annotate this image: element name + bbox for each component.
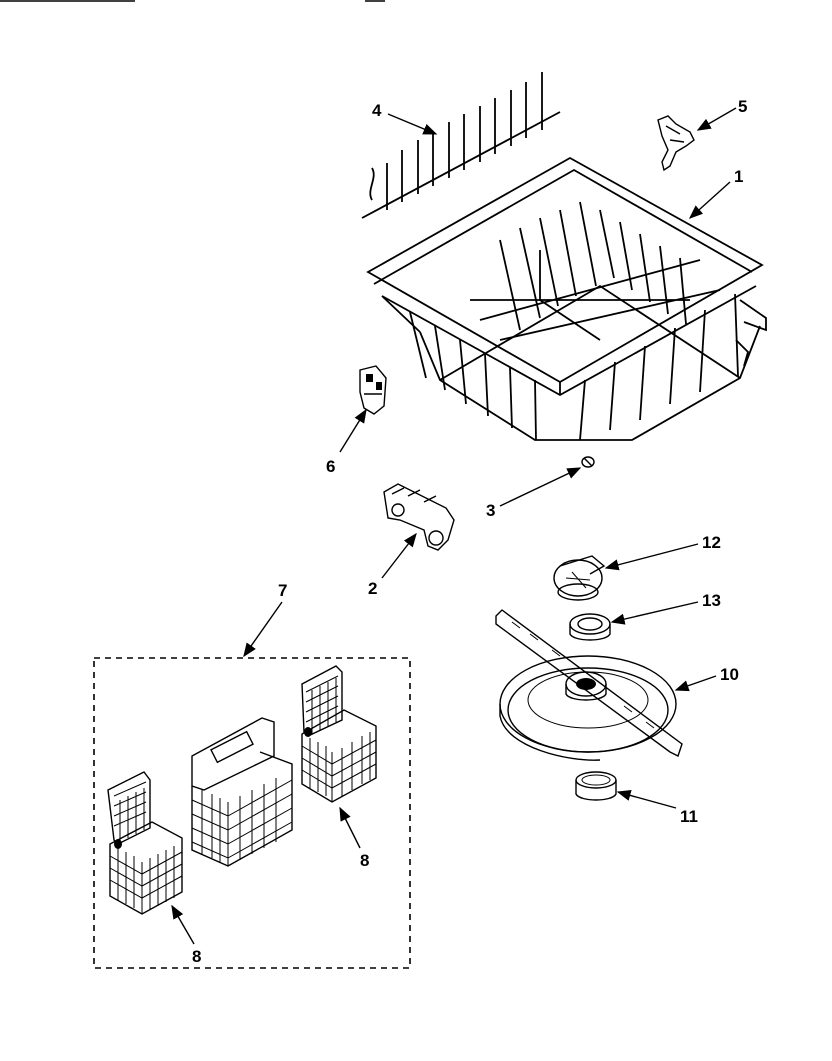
bushing-part-11	[575, 771, 617, 801]
tine-row-part-4	[361, 72, 561, 219]
callout-8-right: 8	[360, 851, 369, 870]
clip-part-5	[657, 115, 695, 172]
callout-4: 4	[372, 101, 382, 120]
callout-12: 12	[702, 533, 721, 552]
callout-13: 13	[702, 591, 721, 610]
rail-clip-part-6	[359, 365, 387, 415]
small-basket-left-part-8	[107, 771, 183, 915]
rack-basket-part-1	[366, 156, 767, 441]
spray-arm-assembly-part-10	[495, 609, 683, 761]
silverware-basket-kit-box-part-7	[93, 657, 411, 969]
center-basket	[191, 717, 293, 867]
stud-part-3	[581, 456, 595, 468]
roller-bracket-part-2	[383, 483, 455, 551]
hub-cap-part-12	[553, 555, 606, 601]
callout-7: 7	[278, 581, 287, 600]
small-basket-right-part-8	[301, 665, 377, 803]
callout-11: 11	[680, 807, 698, 826]
ring-part-13	[569, 613, 611, 641]
callout-10: 10	[720, 665, 739, 684]
callout-8-left: 8	[192, 947, 201, 966]
callout-3: 3	[486, 501, 495, 520]
callout-1: 1	[734, 167, 743, 186]
callout-6: 6	[326, 457, 335, 476]
callout-2: 2	[368, 579, 377, 598]
callout-5: 5	[738, 97, 747, 116]
leader-lines	[171, 107, 737, 945]
